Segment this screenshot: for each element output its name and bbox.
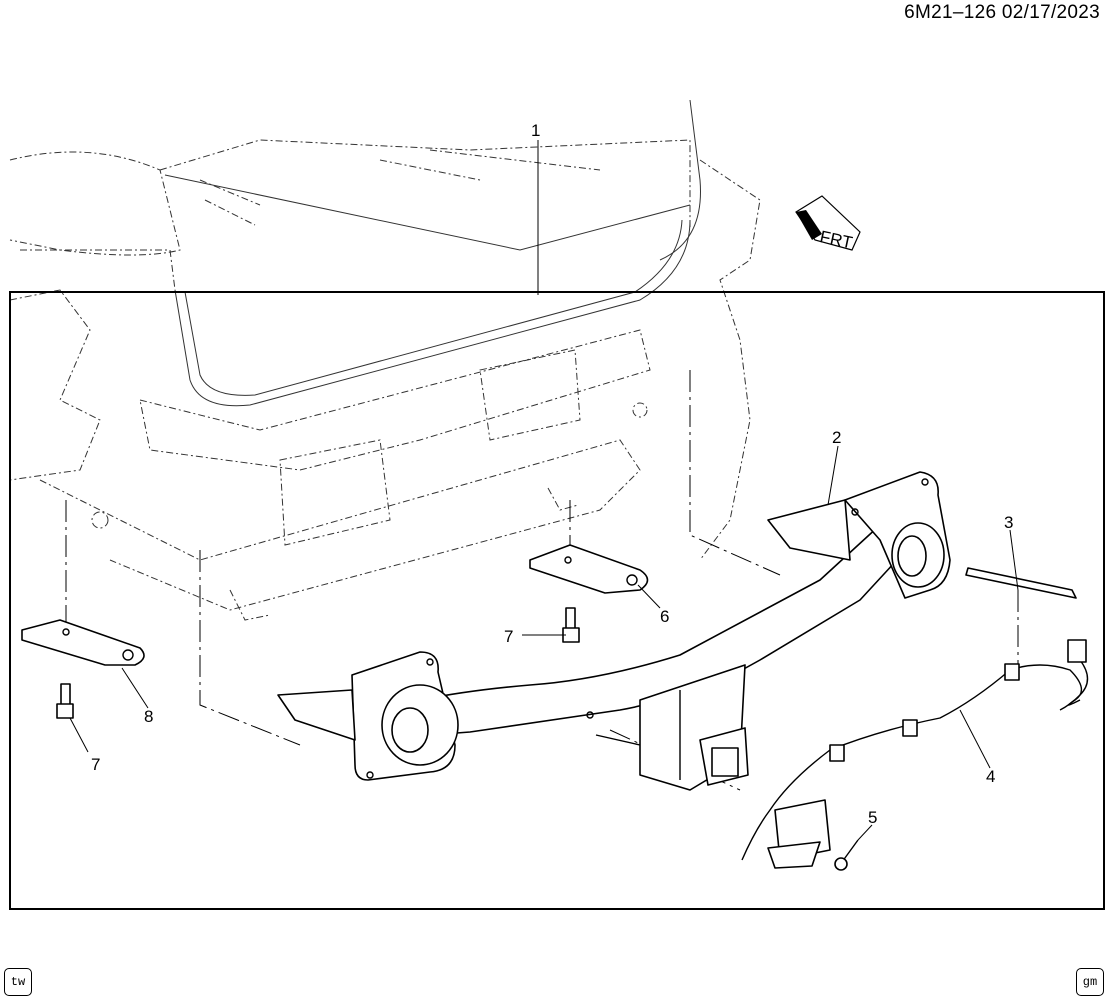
callout-7-left: 7	[91, 755, 100, 774]
trailer-hitch-assembly	[277, 471, 951, 791]
hitch-bolt-center	[562, 607, 580, 643]
hitch-spacer-plate-left	[21, 619, 145, 666]
diagram-code: 6M21–126 02/17/2023	[904, 2, 1100, 23]
callout-5: 5	[868, 808, 877, 827]
callout-8: 8	[144, 707, 153, 726]
front-direction-indicator: FRT	[795, 195, 861, 253]
callout-7-center: 7	[504, 627, 513, 646]
vehicle-rear-body	[9, 99, 761, 621]
callout-2: 2	[832, 428, 841, 447]
callout-3: 3	[1004, 513, 1013, 532]
trailer-wiring-harness	[741, 639, 1089, 869]
callout-4: 4	[986, 767, 995, 786]
callout-1: 1	[531, 121, 540, 140]
tw-badge: tw	[4, 968, 32, 996]
detail-frame	[9, 291, 1105, 910]
callout-6: 6	[660, 607, 669, 626]
hitch-bolt-left	[56, 683, 74, 719]
wiring-harness-cable-tie	[965, 567, 1077, 599]
gm-badge: gm	[1076, 968, 1104, 996]
harness-bracket-screw	[834, 839, 859, 871]
leader-lines	[69, 140, 1019, 841]
hitch-spacer-plate-right	[529, 544, 649, 594]
